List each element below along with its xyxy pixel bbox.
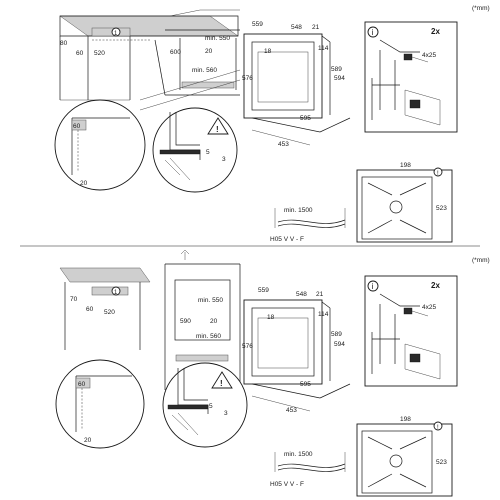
svg-text:60: 60 xyxy=(73,123,81,130)
dim-548-top: 548 xyxy=(291,24,302,31)
dim-520-bottom: 520 xyxy=(104,309,115,316)
unit-note-bottom: (*mm) xyxy=(472,257,490,264)
svg-text:20: 20 xyxy=(84,437,92,444)
dim-548-bottom: 548 xyxy=(296,291,307,298)
hob-topview-top: ! 198 523 xyxy=(356,162,453,243)
screw-fixing-box-top: i 2x 4x25 xyxy=(364,21,458,133)
svg-text:1: 1 xyxy=(114,290,118,296)
oven-front-bottom xyxy=(243,299,351,412)
dim-20-top: 20 xyxy=(205,48,213,55)
svg-text:min. 1500: min. 1500 xyxy=(284,451,313,458)
dim-21-bottom: 21 xyxy=(316,291,324,298)
dim-559-bottom: 559 xyxy=(258,287,269,294)
dim-576-bottom: 576 xyxy=(242,343,253,350)
cable-bottom: min. 1500 H05 V V - F xyxy=(270,451,346,488)
svg-text:H05 V V - F: H05 V V - F xyxy=(270,236,304,243)
screw-fixing-box-bottom: i 2x 4x25 xyxy=(364,275,458,387)
svg-text:!: ! xyxy=(437,425,439,431)
detail-circle-mid-top: ! 5 3 xyxy=(152,107,238,193)
oven-front-top xyxy=(243,33,351,146)
svg-text:!: ! xyxy=(216,125,219,134)
callout-1-top: 1 xyxy=(111,27,121,37)
dim-21-top: 21 xyxy=(312,24,320,31)
dim-453-bottom: 453 xyxy=(286,407,297,414)
dim-min550-bottom: min. 550 xyxy=(198,297,223,304)
dim-198-top: 198 xyxy=(400,162,411,169)
dim-60-bottom: 60 xyxy=(86,306,94,313)
dim-594-top: 594 xyxy=(334,75,345,82)
dim-600-top: 600 xyxy=(170,49,181,56)
dim-559-top: 559 xyxy=(252,21,263,28)
svg-text:5: 5 xyxy=(206,149,210,156)
svg-text:2x: 2x xyxy=(431,281,440,290)
svg-text:20: 20 xyxy=(80,180,88,187)
dim-114-top: 114 xyxy=(318,45,329,52)
cabinet-worktop-top xyxy=(59,9,241,111)
dim-520-top: 520 xyxy=(94,50,105,57)
hob-topview-bottom: ! 198 523 xyxy=(356,416,453,497)
dim-70-bottom: 70 xyxy=(70,296,78,303)
dim-min550-top: min. 550 xyxy=(205,35,230,42)
dim-523-top: 523 xyxy=(436,205,447,212)
dim-595-top: 595 xyxy=(300,115,311,122)
dim-595-bottom: 595 xyxy=(300,381,311,388)
dim-576-top: 576 xyxy=(242,75,253,82)
detail-circle-mid-bottom: ! 5 3 xyxy=(162,362,248,448)
dim-114-bottom: 114 xyxy=(318,311,329,318)
svg-text:2x: 2x xyxy=(431,27,440,36)
svg-text:1: 1 xyxy=(114,31,118,37)
dim-60-top: 60 xyxy=(76,50,84,57)
dim-590-bottom: 590 xyxy=(180,318,191,325)
unit-note-top: (*mm) xyxy=(472,5,490,12)
bottom-panel: (*mm) 1 70 60 520 590 20 min. 550 min. 5… xyxy=(55,249,490,497)
dim-min560-bottom: min. 560 xyxy=(196,333,221,340)
cabinet-column-bottom xyxy=(59,249,241,390)
svg-text:3: 3 xyxy=(224,410,228,417)
svg-text:H05 V V - F: H05 V V - F xyxy=(270,481,304,488)
top-panel: (*mm) 1 80 60 520 600 20 xyxy=(54,5,490,243)
detail-circle-left-top: 60 20 xyxy=(54,99,146,191)
svg-text:4x25: 4x25 xyxy=(422,52,436,59)
dim-min560-top: min. 560 xyxy=(192,67,217,74)
svg-text:4x25: 4x25 xyxy=(422,304,436,311)
svg-text:!: ! xyxy=(437,171,439,177)
svg-text:i: i xyxy=(372,28,374,37)
dim-20-bottom: 20 xyxy=(210,318,218,325)
svg-text:5: 5 xyxy=(209,403,213,410)
dim-453-top: 453 xyxy=(278,141,289,148)
dim-589-bottom: 589 xyxy=(331,331,342,338)
dim-18-top: 18 xyxy=(264,48,272,55)
detail-circle-left-bottom: 60 20 xyxy=(55,359,145,449)
dim-589-top: 589 xyxy=(331,66,342,73)
svg-text:min. 1500: min. 1500 xyxy=(284,207,313,214)
callout-1-bottom: 1 xyxy=(111,286,121,296)
svg-text:3: 3 xyxy=(222,156,226,163)
svg-text:!: ! xyxy=(220,379,223,388)
dim-80-top: 80 xyxy=(60,40,68,47)
dim-594-bottom: 594 xyxy=(334,341,345,348)
svg-text:60: 60 xyxy=(78,381,86,388)
cable-top: min. 1500 H05 V V - F xyxy=(270,207,346,243)
svg-text:i: i xyxy=(372,282,374,291)
dim-18-bottom: 18 xyxy=(267,314,275,321)
dim-523-bottom: 523 xyxy=(436,459,447,466)
dim-198-bottom: 198 xyxy=(400,416,411,423)
